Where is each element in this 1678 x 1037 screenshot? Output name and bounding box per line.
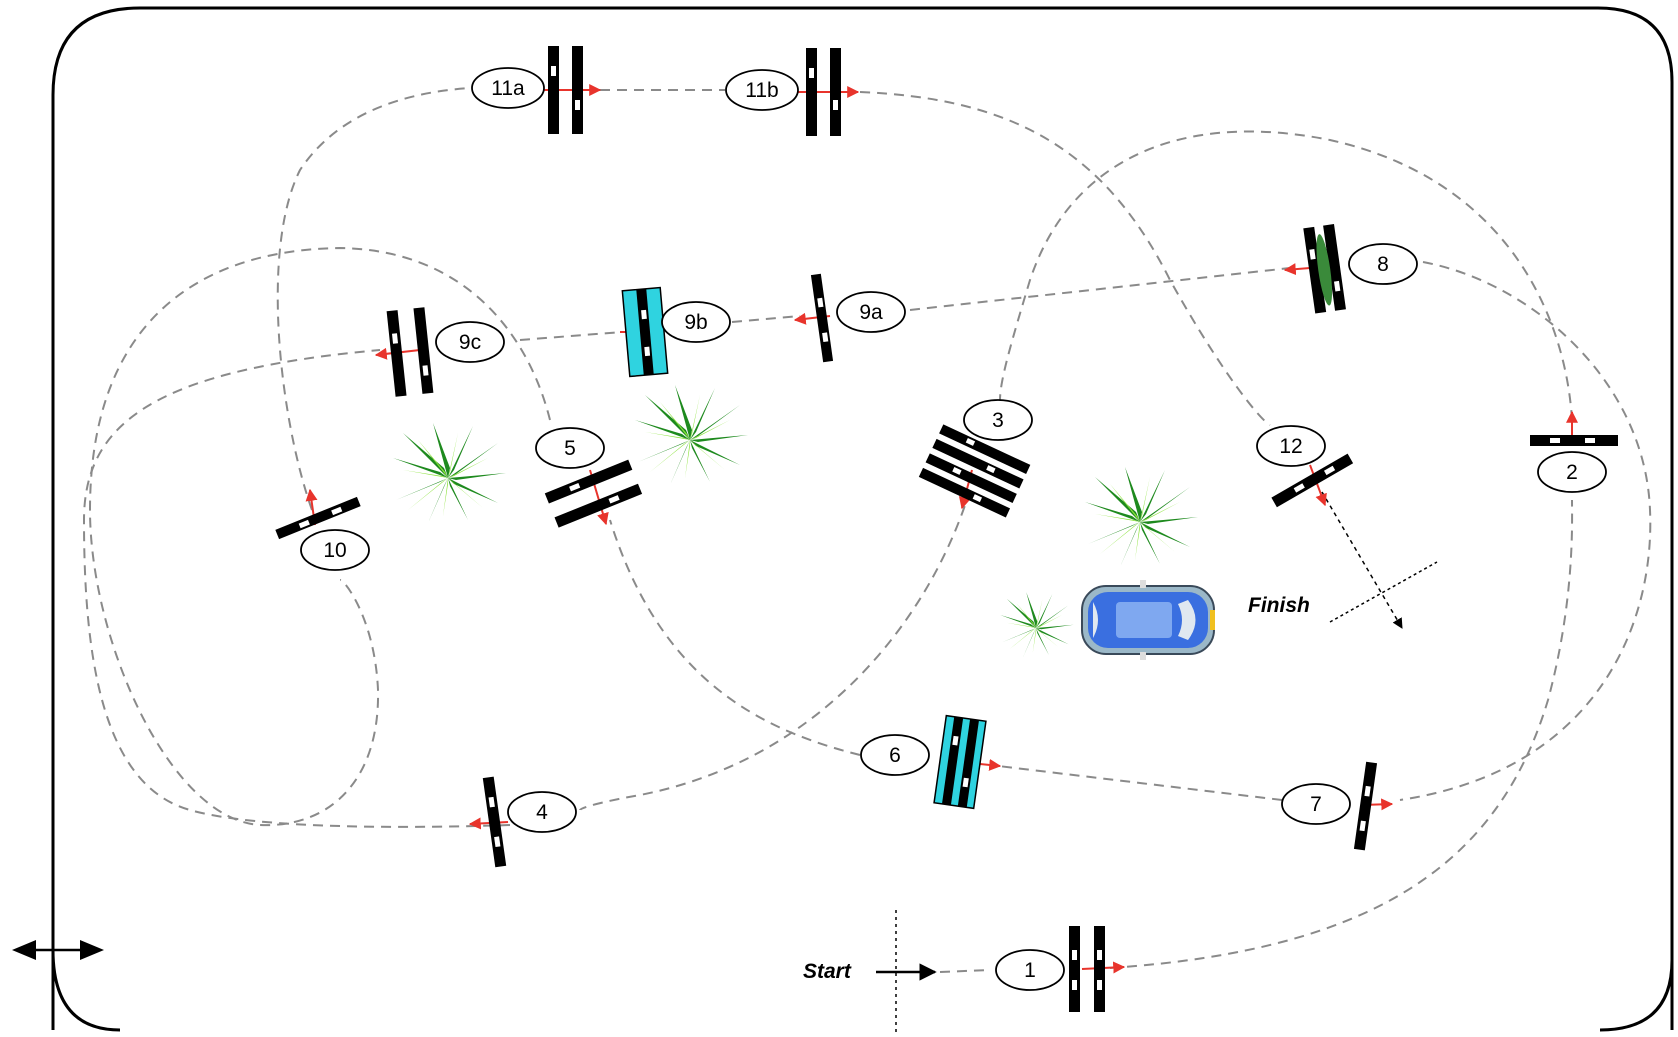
gate-label-g11a: 11a — [471, 67, 545, 109]
dimension-arrow — [12, 940, 104, 960]
gate-4-cones — [482, 776, 507, 868]
finish-line — [1329, 561, 1438, 623]
gate-label-oval — [535, 427, 605, 469]
gate-label-text: 1 — [1024, 959, 1036, 982]
gate-label-oval — [963, 399, 1033, 441]
plant-icon — [1000, 592, 1074, 658]
gate-label-g10: 10 — [300, 529, 370, 571]
gate-label-g1: 1 — [995, 949, 1065, 991]
gate-2-cones — [1530, 435, 1618, 446]
car-icon — [1081, 580, 1215, 660]
gate-label-text: 4 — [536, 801, 548, 824]
gate-9b-cones — [621, 286, 669, 378]
gate-label-oval — [995, 949, 1065, 991]
gate-label-g12: 12 — [1256, 425, 1326, 467]
arena-boundary — [51, 6, 1674, 1030]
gate-label-oval — [1256, 425, 1326, 467]
gate-label-g4: 4 — [507, 791, 577, 833]
gate-label-g3: 3 — [963, 399, 1033, 441]
gate-label-oval — [507, 791, 577, 833]
gate-label-text: 8 — [1377, 253, 1389, 276]
arena-corner-bottom-right — [1599, 959, 1674, 1032]
gate-label-g6: 6 — [860, 734, 930, 776]
gate-label-text: 11b — [745, 79, 778, 102]
gate-label-oval — [435, 321, 505, 363]
gate-label-text: 9a — [859, 301, 883, 324]
gate-label-g9b: 9b — [661, 301, 731, 343]
gate-label-oval — [300, 529, 370, 571]
gate-label-text: 11a — [491, 77, 525, 100]
gate-label-text: 3 — [992, 409, 1004, 432]
plant-icon — [393, 423, 506, 523]
plant-icon — [635, 385, 748, 485]
gate-label-text: 7 — [1310, 793, 1322, 816]
gate-11b-cones — [806, 48, 841, 136]
gate-12-cones — [1271, 453, 1354, 508]
gate-label-text: 9c — [459, 331, 481, 354]
gate-label-oval — [725, 69, 799, 111]
gate-5-cones — [544, 459, 643, 528]
gate-label-oval — [661, 301, 731, 343]
gate-1-cones — [1069, 926, 1105, 1012]
arena-corner-bottom-left — [51, 949, 121, 1032]
gate-label-text: 2 — [1566, 461, 1578, 484]
gate-9a-cones — [810, 273, 834, 363]
gate-label-oval — [1281, 783, 1351, 825]
gate-label-oval — [471, 67, 545, 109]
gate-label-oval — [1348, 243, 1418, 285]
gate-label-g9a: 9a — [836, 291, 906, 333]
gate-9c-cones — [386, 307, 434, 397]
gate-7-cones — [1353, 761, 1378, 851]
gate-8-cones — [1303, 224, 1346, 314]
gate-label-text: 12 — [1279, 435, 1302, 458]
gate-6-cones — [933, 714, 987, 810]
gate-label-oval — [1537, 451, 1607, 493]
gate-3-cones — [918, 424, 1031, 518]
gate-11a-cones — [548, 46, 583, 134]
start-label: Start — [803, 960, 852, 983]
gate-label-text: 10 — [323, 539, 346, 562]
course-path — [82, 87, 1652, 973]
finish-label: Finish — [1248, 594, 1310, 617]
gate-label-oval — [836, 291, 906, 333]
gate-label-text: 6 — [889, 744, 901, 767]
gate-10-cones — [275, 496, 361, 540]
gate-label-g7: 7 — [1281, 783, 1351, 825]
gate-label-g9c: 9c — [435, 321, 505, 363]
gate-label-g2: 2 — [1537, 451, 1607, 493]
gate-label-text: 9b — [684, 311, 707, 334]
gate-label-g8: 8 — [1348, 243, 1418, 285]
gate-label-oval — [860, 734, 930, 776]
finish-arrow — [1321, 491, 1403, 629]
gate-label-g11b: 11b — [725, 69, 799, 111]
plant-icon — [1085, 467, 1198, 567]
gate-label-g5: 5 — [535, 427, 605, 469]
gate-label-text: 5 — [564, 437, 576, 460]
